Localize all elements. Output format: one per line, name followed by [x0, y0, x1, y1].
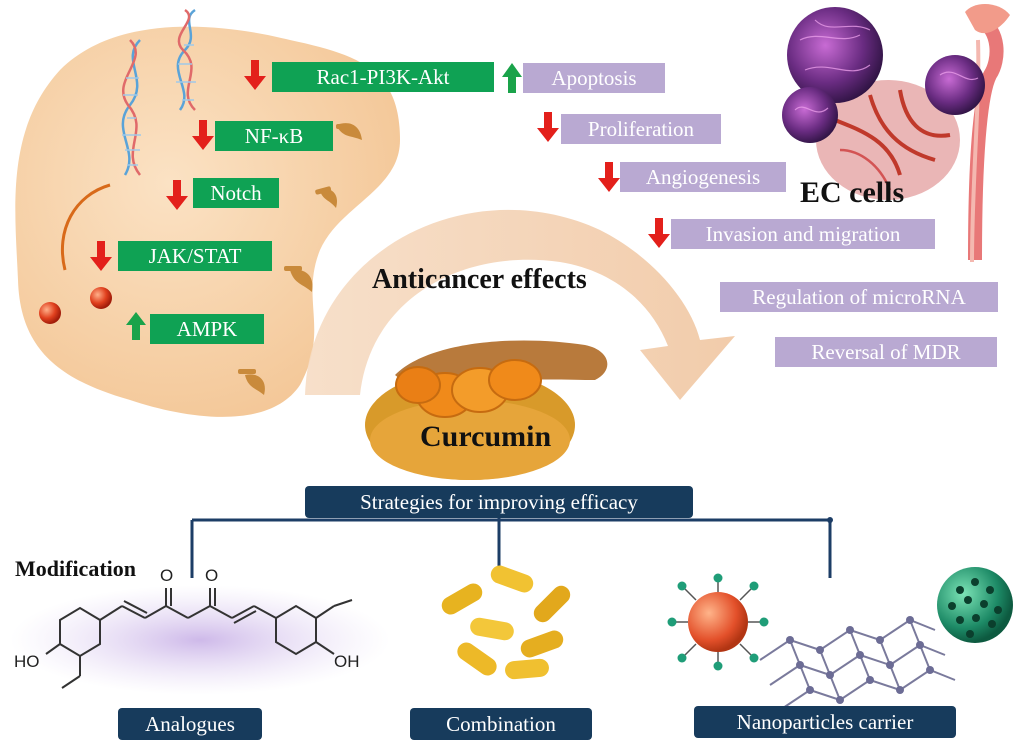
down-arrow-icon [166, 180, 188, 210]
curcumin-label: Curcumin [420, 420, 552, 453]
molecule-oh: OH [334, 652, 360, 671]
down-arrow-icon [598, 162, 620, 192]
down-arrow-icon [648, 218, 670, 248]
pathway-notch: Notch [193, 178, 279, 208]
effect-proliferation: Proliferation [561, 114, 721, 144]
effect-reversal-mdr: Reversal of MDR [775, 337, 997, 367]
down-arrow-icon [90, 241, 112, 271]
molecule-ho: HO [14, 652, 40, 671]
analogues-box: Analogues [118, 708, 262, 740]
molecule-o-left: O [160, 566, 174, 585]
nanoparticles-carrier-box: Nanoparticles carrier [694, 706, 956, 738]
effect-apoptosis: Apoptosis [523, 63, 665, 93]
down-arrow-icon [244, 60, 266, 90]
pathway-ampk: AMPK [150, 314, 264, 344]
anticancer-effects-title: Anticancer effects [372, 264, 587, 295]
down-arrow-icon [537, 112, 559, 142]
pathway-jak-stat: JAK/STAT [118, 241, 272, 271]
up-arrow-icon [502, 63, 522, 93]
effect-regulation-microrna: Regulation of microRNA [720, 282, 998, 312]
up-arrow-icon [126, 312, 146, 340]
down-arrow-icon [192, 120, 214, 150]
modification-label: Modification [15, 556, 136, 581]
ec-cells-label: EC cells [800, 176, 905, 209]
pathway-rac1-pi3k-akt: Rac1-PI3K-Akt [272, 62, 494, 92]
strategies-box: Strategies for improving efficacy [305, 486, 693, 518]
effect-angiogenesis: Angiogenesis [620, 162, 786, 192]
molecule-o-right: O [205, 566, 219, 585]
combination-box: Combination [410, 708, 592, 740]
pathway-nf-kb: NF-κB [215, 121, 333, 151]
effect-invasion-migration: Invasion and migration [671, 219, 935, 249]
